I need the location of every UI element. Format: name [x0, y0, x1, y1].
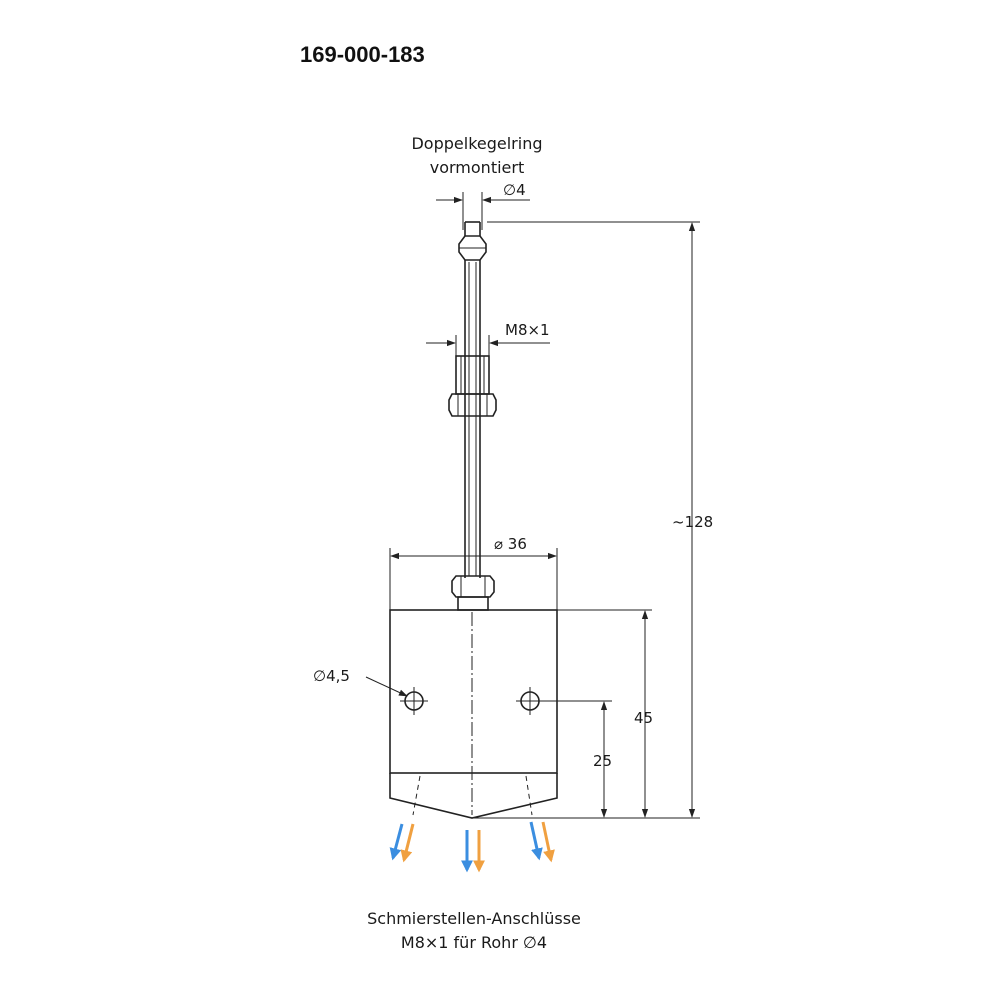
hole-diameter-label: ∅4,5 [313, 667, 350, 685]
outlet-arrow-left-blue [389, 823, 404, 861]
tube-diameter-dimension: ∅4 [436, 181, 530, 230]
union-nut-upper [448, 355, 497, 417]
hole-height-label: 25 [593, 752, 612, 770]
part-number-title: 169-000-183 [300, 42, 425, 67]
distributor-body [389, 609, 558, 819]
body-diameter-label: ⌀ 36 [494, 535, 527, 553]
label-ring-line1: Doppelkegelring [411, 134, 542, 153]
label-outlets-line2: M8×1 für Rohr ∅4 [401, 933, 547, 952]
total-height-dimension: ~128 [472, 221, 713, 819]
mounting-hole-left [400, 687, 428, 715]
outlet-arrow-right-orange [541, 821, 555, 863]
tube-diameter-label: ∅4 [503, 181, 526, 199]
outlet-arrow-right-blue [529, 821, 543, 861]
thread-label: M8×1 [505, 321, 550, 339]
tube-assembly [458, 221, 487, 578]
total-height-label: ~128 [672, 513, 713, 531]
mounting-hole-right [516, 687, 544, 715]
body-height-label: 45 [634, 709, 653, 727]
label-outlets-line1: Schmierstellen-Anschlüsse [367, 909, 581, 928]
outlet-arrow-left-orange [400, 823, 415, 863]
outlet-arrows [389, 821, 555, 873]
thread-dimension: M8×1 [426, 321, 550, 358]
hole-diameter-dimension: ∅4,5 [313, 667, 408, 697]
body-height-dimension: 45 [557, 609, 653, 818]
body-diameter-dimension: ⌀ 36 [389, 535, 558, 610]
union-nut-lower [451, 575, 495, 611]
label-ring-line2: vormontiert [430, 158, 524, 177]
hole-height-dimension: 25 [544, 700, 612, 818]
